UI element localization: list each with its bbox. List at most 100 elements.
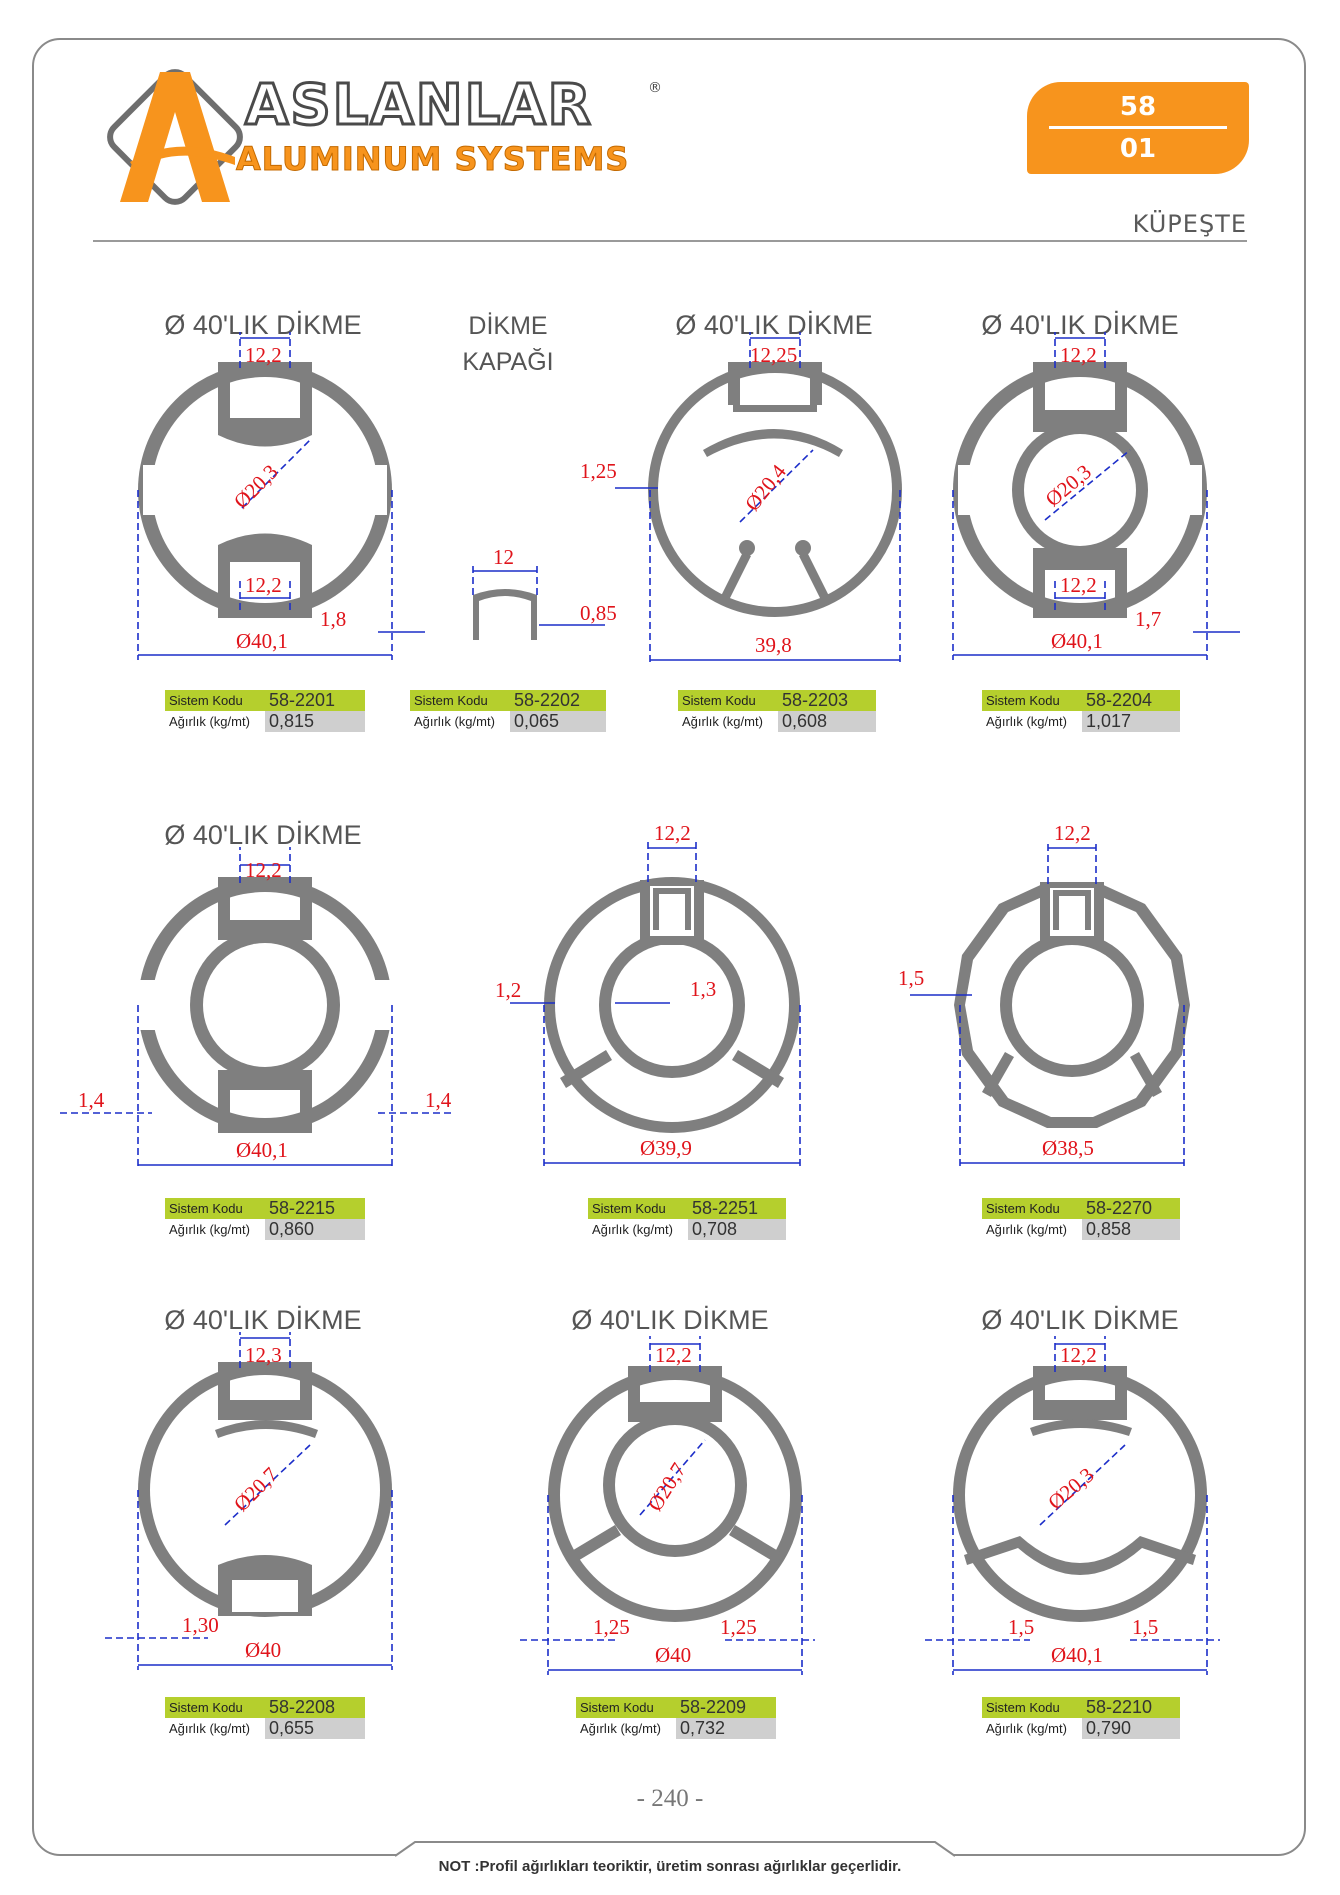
dim-label: Ø40,1 [236,1138,288,1162]
header-divider [93,240,1247,242]
dim-label: 12 [493,545,514,569]
dim-label: 1,4 [78,1088,105,1112]
badge-divider [1049,126,1227,129]
profile-title: Ø 40'LIK DİKME [981,1305,1179,1335]
weight-label: Ağırlık (kg/mt) [169,714,250,729]
profile-drawing-58-2202: 12 0,85 [472,545,617,640]
code-label: Sistem Kodu [165,1697,265,1718]
footer-tab [395,1841,955,1890]
code-label: Sistem Kodu [576,1697,676,1718]
weight-label: Ağırlık (kg/mt) [414,714,495,729]
weight-value: 0,708 [688,1219,786,1240]
system-code: 58-2208 [265,1697,365,1718]
weight-label: Ağırlık (kg/mt) [169,1222,250,1237]
weight-value: 0,732 [676,1718,776,1739]
badge-series: 58 [1119,92,1157,122]
category-title: KÜPEŞTE [1132,210,1247,238]
profile-drawing-58-2270: 12,2 1,5 Ø38,5 [898,821,1190,1168]
brand-name: ASLANLAR [244,73,593,138]
profile-title: Ø 40'LIK DİKME [981,310,1179,340]
dim-label: Ø40 [245,1638,281,1662]
profile-drawing-58-2201: 12,2 Ø20,3 12,2 1,8 Ø40,1 [137,332,425,660]
dim-label: 12,2 [1054,821,1091,845]
weight-value: 0,815 [265,711,365,732]
profile-drawing-58-2215: 12,2 1,4 1,4 Ø40,1 [60,847,455,1170]
cap-title-line1: DİKME [468,312,548,340]
cap-title-line2: KAPAĞI [462,348,554,376]
brand-subtitle: ALUMINUM SYSTEMS [235,140,630,178]
dim-label: Ø38,5 [1042,1136,1094,1160]
aslanlar-logo-mark [107,69,243,205]
weight-label: Ağırlık (kg/mt) [682,714,763,729]
dim-label: 1,25 [720,1615,757,1639]
registered-mark: ® [648,80,662,96]
weight-value: 0,790 [1082,1718,1180,1739]
system-code: 58-2270 [1082,1198,1180,1219]
profile-drawing-58-2208: 12,3 Ø20,7 1,30 Ø40 [105,1332,393,1670]
weight-value: 0,655 [265,1718,365,1739]
dim-label: 1,5 [898,966,924,990]
dim-label: 1,25 [580,459,617,483]
weight-label: Ağırlık (kg/mt) [986,1721,1067,1736]
code-label: Sistem Kodu [982,690,1082,711]
dim-label: 39,8 [755,633,792,657]
weight-label: Ağırlık (kg/mt) [169,1721,250,1736]
dim-label: Ø40,1 [1051,629,1103,653]
system-code: 58-2203 [778,690,876,711]
dim-label: 12,2 [655,1343,692,1367]
dim-label: 12,2 [1060,1343,1097,1367]
weight-value: 0,065 [510,711,606,732]
dim-label: Ø40 [655,1643,691,1667]
dim-label: Ø40,1 [236,629,288,653]
dim-label: 1,4 [425,1088,452,1112]
code-label: Sistem Kodu [165,690,265,711]
weight-label: Ağırlık (kg/mt) [986,1222,1067,1237]
system-code: 58-2215 [265,1198,365,1219]
system-code: 58-2204 [1082,690,1180,711]
dim-label: 12,2 [245,343,282,367]
code-label: Sistem Kodu [165,1198,265,1219]
dim-label: 12,2 [245,858,282,882]
profile-drawing-58-2251: 12,2 1,2 1,3 Ø39,9 [495,821,801,1168]
section-badge: 58 01 [1027,82,1249,174]
dim-label: Ø39,9 [640,1136,692,1160]
profile-drawing-58-2209: 12,2 Ø20,7 1,25 1,25 Ø40 [520,1336,815,1675]
profile-title: Ø 40'LIK DİKME [164,1305,362,1335]
profile-title: Ø 40'LIK DİKME [164,310,362,340]
dim-label: 12,2 [654,821,691,845]
footer-note: NOT :Profil ağırlıkları teoriktir, üreti… [438,1858,902,1875]
profile-drawing-58-2204: 12,2 Ø20,3 12,2 1,7 Ø40,1 [952,332,1240,660]
dim-label: 1,8 [320,607,346,631]
system-code: 58-2209 [676,1697,776,1718]
dim-label: 1,5 [1008,1615,1034,1639]
cap-title: DİKME KAPAĞI [428,308,588,380]
profile-title: Ø 40'LIK DİKME [675,310,873,340]
weight-label: Ağırlık (kg/mt) [592,1222,673,1237]
weight-value: 0,860 [265,1219,365,1240]
code-label: Sistem Kodu [588,1198,688,1219]
dim-label: 12,3 [245,1343,282,1367]
dim-label: 12,2 [245,573,282,597]
system-code: 58-2202 [510,690,606,711]
dim-label: 1,5 [1132,1615,1158,1639]
code-label: Sistem Kodu [982,1198,1082,1219]
profile-title: Ø 40'LIK DİKME [571,1305,769,1335]
dim-label: 12,2 [1060,573,1097,597]
system-code: 58-2201 [265,690,365,711]
system-code: 58-2251 [688,1198,786,1219]
weight-label: Ağırlık (kg/mt) [986,714,1067,729]
profile-drawing-58-2203: 12,25 1,25 Ø20,4 39,8 [580,332,902,665]
profile-title: Ø 40'LIK DİKME [164,820,362,850]
dim-label: 0,85 [580,601,617,625]
dim-label: Ø40,1 [1051,1643,1103,1667]
dim-label: 1,25 [593,1615,630,1639]
dim-label: 1,2 [495,978,521,1002]
dim-label: 12,2 [1060,343,1097,367]
weight-value: 0,858 [1082,1219,1180,1240]
dim-label: 1,3 [690,977,716,1001]
weight-value: 0,608 [778,711,876,732]
system-code: 58-2210 [1082,1697,1180,1718]
profile-drawing-58-2210: 12,2 Ø20,3 1,5 1,5 Ø40,1 [925,1336,1220,1675]
weight-label: Ağırlık (kg/mt) [580,1721,661,1736]
dim-label: 1,7 [1135,607,1161,631]
